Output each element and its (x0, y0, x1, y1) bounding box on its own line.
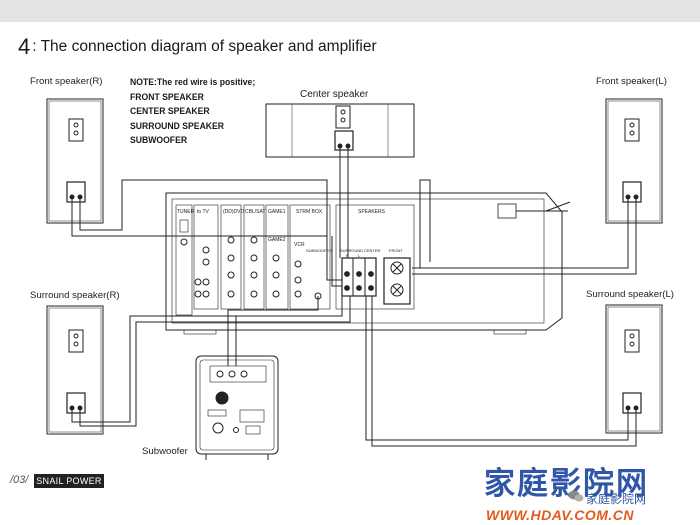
front-left-speaker (605, 98, 663, 224)
subwoofer-unit (195, 355, 279, 460)
watermark-subtitle: 家庭影院网 (586, 492, 647, 506)
cbl-sat-label: CBL/SAT (245, 209, 265, 215)
page-number: /03/ (10, 474, 29, 486)
title-text: : The connection diagram of speaker and … (32, 38, 377, 55)
dvd-label: (DD)DVD (223, 209, 244, 215)
vcr-label: VCR (294, 242, 305, 248)
surround-l-marker: L (358, 253, 361, 258)
surround-right-label: Surround speaker(R) (30, 290, 120, 301)
surround-left-speaker (605, 304, 663, 434)
game2-label: GAME2 (268, 237, 286, 243)
section-number: 4 (18, 34, 31, 59)
surround-label: SURROUND (340, 248, 363, 253)
front-left-label: Front speaker(L) (596, 76, 667, 87)
tuner-label: TUNER (177, 209, 195, 215)
top-bar (0, 0, 700, 22)
strm-box-label: STRM BOX (296, 209, 323, 215)
watermark-url: WWW.HDAV.COM.CN (486, 507, 634, 523)
wires (71, 146, 637, 447)
front-right-speaker (46, 98, 104, 224)
note-line-2: FRONT SPEAKER (130, 91, 204, 103)
subwoofer-jack-label: SUBWOOFER (306, 248, 332, 253)
surround-r-marker: R (346, 253, 349, 258)
page-title: 4: The connection diagram of speaker and… (18, 34, 377, 60)
front-right-label: Front speaker(R) (30, 76, 103, 87)
watermark-title: 家庭影院网 (484, 466, 649, 502)
note-line-4: SURROUND SPEAKER (130, 120, 225, 132)
speakers-label: SPEAKERS (358, 209, 386, 215)
center-label: Center speaker (300, 89, 369, 100)
surround-right-speaker (46, 305, 104, 435)
to-tv-label: to TV (197, 209, 210, 215)
brand-tag: SNAIL POWER (34, 474, 104, 488)
game1-label: GAME1 (268, 209, 286, 215)
subwoofer-label: Subwoofer (142, 446, 188, 457)
wechat-icon (568, 490, 584, 502)
note-line-5: SUBWOOFER (130, 135, 188, 146)
receiver (165, 192, 571, 335)
note-line-3: CENTER SPEAKER (130, 106, 210, 117)
surround-left-label: Surround speaker(L) (586, 289, 674, 300)
note-line-1: NOTE:The red wire is positive; (130, 77, 256, 88)
front-terminal-label: FRONT (389, 248, 403, 253)
center-terminal-label: CENTER (364, 248, 381, 253)
note-block: NOTE:The red wire is positive; FRONT SPE… (130, 76, 255, 149)
